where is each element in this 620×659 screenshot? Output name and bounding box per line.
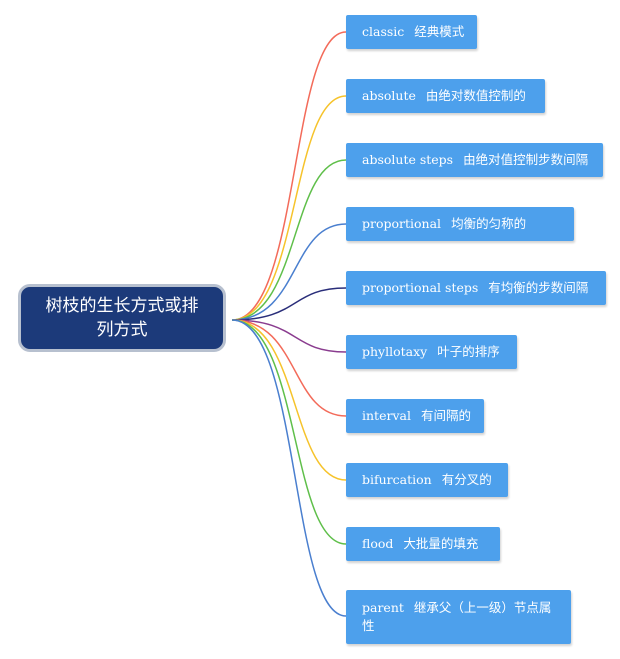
branch-description: 由绝对值控制步数间隔 (463, 152, 589, 167)
root-topic[interactable]: 树枝的生长方式或排列方式 (18, 284, 226, 352)
connector-parent (231, 319, 347, 617)
branch-phyllotaxy[interactable]: phyllotaxy 叶子的排序 (346, 335, 517, 369)
connector-absolute-steps (231, 159, 347, 321)
branch-term: absolute steps (362, 152, 454, 167)
connector-phyllotaxy (231, 319, 347, 353)
branch-absolute-steps[interactable]: absolute steps 由绝对值控制步数间隔 (346, 143, 603, 177)
branch-description: 经典模式 (414, 24, 465, 39)
branch-term: phyllotaxy (362, 344, 428, 359)
branch-term: absolute (362, 88, 416, 103)
connector-bifurcation (231, 319, 347, 481)
branch-proportional-steps[interactable]: proportional steps 有均衡的步数间隔 (346, 271, 606, 305)
connector-proportional-steps (231, 287, 347, 321)
branch-description: 均衡的匀称的 (451, 216, 527, 231)
branch-description: 有分叉的 (441, 472, 492, 487)
branch-interval[interactable]: interval 有间隔的 (346, 399, 484, 433)
branch-description: 继承父（上一级）节点属性 (362, 600, 552, 633)
branch-flood[interactable]: flood 大批量的填充 (346, 527, 500, 561)
branch-absolute[interactable]: absolute 由绝对数值控制的 (346, 79, 545, 113)
branch-term: flood (362, 536, 394, 551)
branch-classic[interactable]: classic 经典模式 (346, 15, 477, 49)
connector-flood (231, 319, 347, 545)
branch-term: interval (362, 408, 411, 423)
branch-description: 大批量的填充 (403, 536, 479, 551)
branch-term: bifurcation (362, 472, 432, 487)
connector-interval (231, 319, 347, 417)
connector-absolute (231, 95, 347, 321)
branch-term: classic (362, 24, 405, 39)
branch-term: proportional steps (362, 280, 479, 295)
branch-term: parent (362, 600, 404, 615)
connector-classic (231, 31, 347, 321)
branch-bifurcation[interactable]: bifurcation 有分叉的 (346, 463, 508, 497)
branch-proportional[interactable]: proportional 均衡的匀称的 (346, 207, 574, 241)
branch-description: 有间隔的 (420, 408, 471, 423)
branch-description: 由绝对数值控制的 (425, 88, 526, 103)
branch-description: 叶子的排序 (437, 344, 500, 359)
branch-description: 有均衡的步数间隔 (488, 280, 589, 295)
branch-term: proportional (362, 216, 442, 231)
root-topic-label: 树枝的生长方式或排列方式 (45, 296, 199, 340)
connector-proportional (231, 223, 347, 321)
